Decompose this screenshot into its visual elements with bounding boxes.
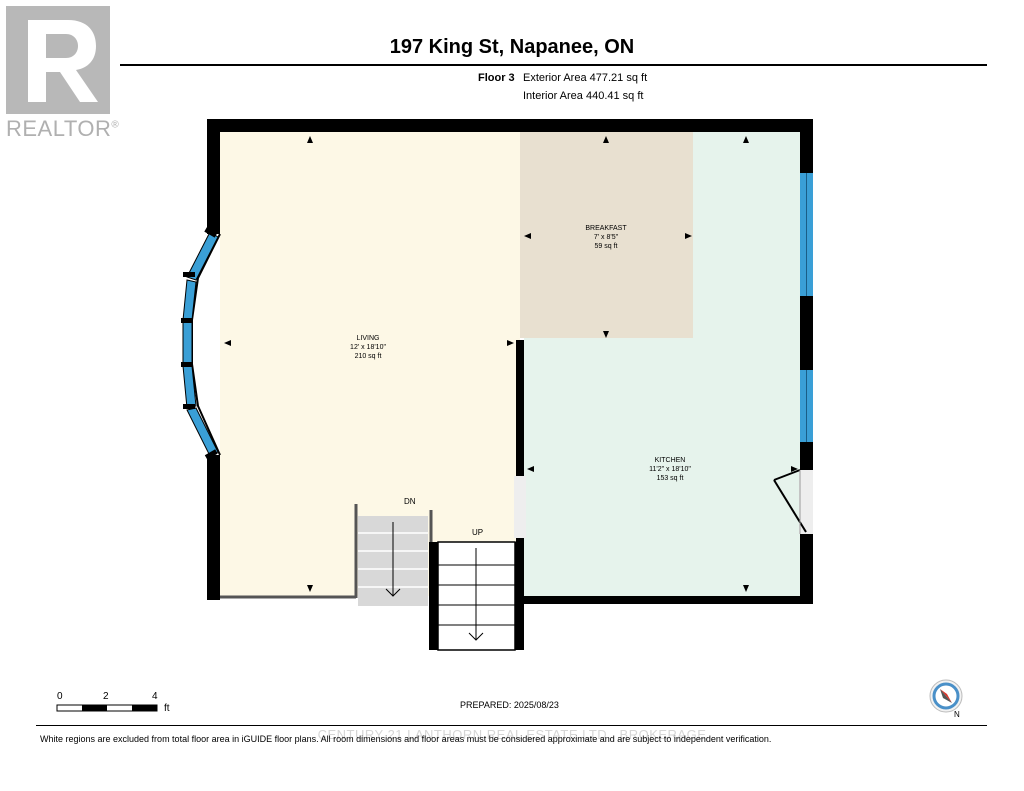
realtor-logo bbox=[6, 6, 110, 114]
interior-area: Interior Area 440.41 sq ft bbox=[523, 90, 644, 102]
breakfast-room bbox=[520, 132, 693, 338]
right-wall-4 bbox=[800, 534, 813, 604]
stairs-up-label: UP bbox=[472, 528, 484, 537]
scale-unit: ft bbox=[164, 703, 170, 714]
brokerage-watermark: CENTURY 21 LANTHORN REAL ESTATE LTD., BR… bbox=[317, 727, 707, 742]
stairs-up bbox=[429, 541, 524, 651]
footnote: White regions are excluded from total fl… bbox=[40, 734, 772, 744]
dimension-arrows bbox=[224, 136, 798, 592]
breakfast-dims: 7' x 8'5" bbox=[593, 234, 619, 241]
kitchen-name: KITCHEN bbox=[654, 457, 686, 464]
center-wall bbox=[516, 340, 524, 476]
stairs-down-label: DN bbox=[404, 497, 416, 506]
bottom-wall-kitchen bbox=[520, 596, 813, 604]
kitchen-room bbox=[524, 132, 800, 596]
living-label: LIVING 12' x 18'10" 210 sq ft bbox=[308, 334, 428, 361]
compass-icon bbox=[929, 679, 963, 713]
right-wall-3 bbox=[800, 442, 813, 470]
scale-bar bbox=[56, 704, 158, 712]
top-wall bbox=[207, 119, 813, 132]
title-divider bbox=[120, 64, 987, 66]
scale-tick-2: 2 bbox=[103, 691, 109, 702]
scale-tick-4: 4 bbox=[152, 691, 158, 702]
page-title: 197 King St, Napanee, ON bbox=[389, 36, 635, 58]
stairs-down bbox=[354, 504, 433, 606]
exterior-area: Exterior Area 477.21 sq ft bbox=[523, 72, 648, 84]
living-name: LIVING bbox=[356, 335, 380, 342]
scale-tick-0: 0 bbox=[57, 691, 63, 702]
kitchen-label: KITCHEN 11'2" x 18'10" 153 sq ft bbox=[610, 456, 730, 483]
floor-label: Floor 3 bbox=[478, 72, 515, 84]
left-wall-upper bbox=[207, 119, 220, 234]
breakfast-label: BREAKFAST 7' x 8'5" 59 sq ft bbox=[546, 224, 666, 251]
prepared-date: PREPARED: 2025/08/23 bbox=[460, 700, 559, 710]
kitchen-dims: 11'2" x 18'10" bbox=[649, 466, 691, 473]
kitchen-door bbox=[773, 469, 807, 534]
living-dims: 12' x 18'10" bbox=[350, 344, 386, 351]
right-wall-2 bbox=[800, 296, 813, 370]
realtor-logo-text: REALTOR® bbox=[6, 116, 120, 141]
left-wall-lower bbox=[207, 455, 220, 600]
living-area: 210 sq ft bbox=[354, 353, 382, 360]
compass-north-label: N bbox=[954, 710, 960, 719]
breakfast-area: 59 sq ft bbox=[594, 243, 618, 250]
breakfast-name: BREAKFAST bbox=[585, 225, 627, 232]
footer-divider bbox=[36, 725, 987, 726]
right-wall-1 bbox=[800, 119, 813, 173]
bay-window bbox=[181, 227, 221, 460]
kitchen-area: 153 sq ft bbox=[656, 475, 684, 482]
